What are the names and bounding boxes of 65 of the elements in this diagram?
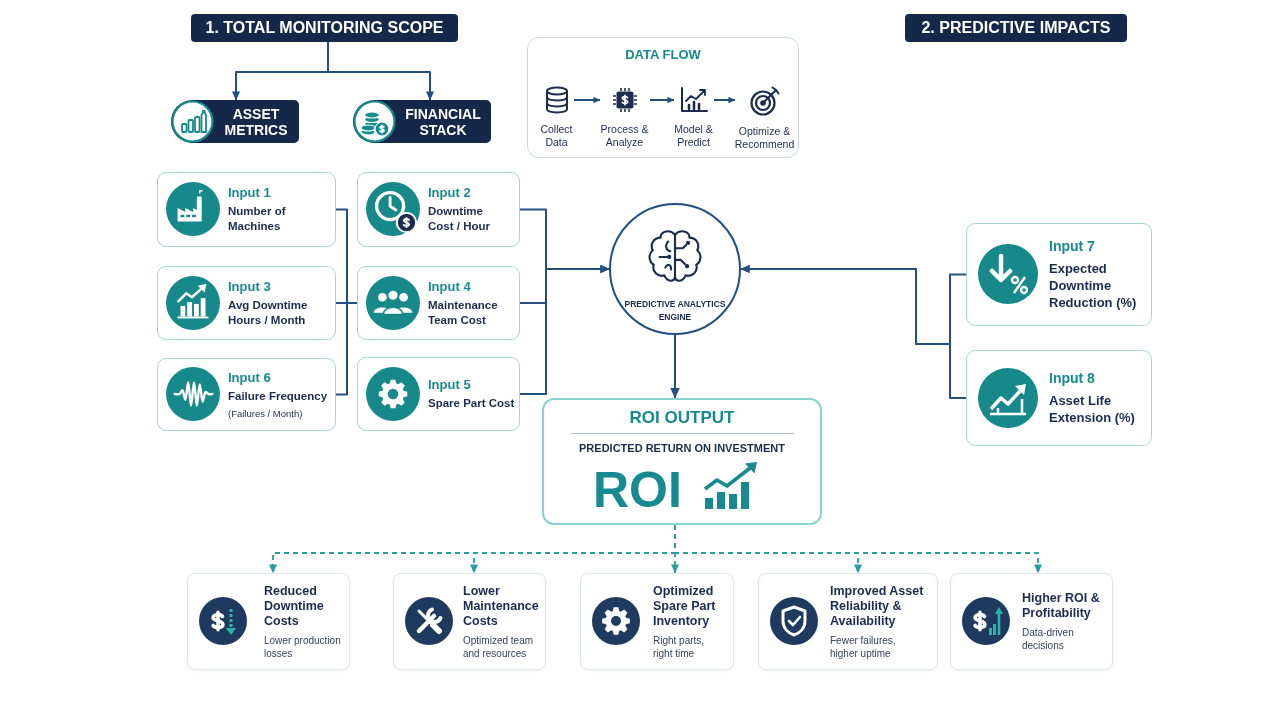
input-card (357, 357, 520, 431)
input-name: Failure Frequency (228, 388, 328, 404)
input-name: Expected Downtime Reduction (%) (1049, 260, 1138, 311)
section-header: 1. TOTAL MONITORING SCOPE (191, 14, 458, 42)
input-name: Maintenance Team Cost (428, 297, 499, 328)
step-label: Process & Analyze (599, 122, 650, 149)
input-name: Spare Part Cost (428, 396, 515, 411)
card-text: Data-driven decisions (1022, 626, 1075, 652)
card-title: Reduced Downtime Costs (264, 583, 325, 629)
card-title: Optimized Spare Part Inventory (653, 583, 717, 629)
impact-card (950, 573, 1113, 670)
step-label: Model & Predict (673, 122, 714, 149)
arrow (649, 96, 675, 104)
input-label: Input 1 (228, 185, 271, 201)
category-pill (171, 100, 299, 143)
arrow (713, 96, 736, 104)
data-flow-panel (527, 37, 799, 158)
output-panel (542, 398, 822, 525)
panel-subtitle: PREDICTED RETURN ON INVESTMENT (579, 441, 785, 455)
panel-title: DATA FLOW (625, 47, 701, 63)
arrow (519, 264, 610, 395)
pill-label: FINANCIAL STACK (404, 105, 482, 138)
input-label: Input 6 (228, 369, 271, 386)
input-name: Avg Downtime Hours / Month (228, 297, 309, 328)
card-title: Lower Maintenance Costs (463, 583, 540, 629)
input-label: Input 2 (428, 185, 471, 201)
pill-label: ASSET METRICS (223, 105, 289, 138)
card-text: Optimized team and resources (463, 633, 535, 660)
input-card (157, 266, 336, 340)
impact-card (580, 573, 734, 670)
input-card (357, 266, 520, 340)
input-name: Downtime Cost / Hour (428, 204, 491, 234)
input-card (157, 358, 336, 431)
input-name: Asset Life Extension (%) (1049, 392, 1136, 426)
step-label: Collect Data (539, 122, 574, 149)
section-header: 2. PREDICTIVE IMPACTS (905, 14, 1127, 42)
category-pill (353, 100, 491, 143)
input-label: Input 4 (428, 278, 471, 295)
arrow (573, 96, 601, 104)
metric-text: ROI (593, 464, 682, 516)
arrow (740, 264, 967, 399)
input-note: (Failures / Month) (228, 406, 303, 420)
step-label: Optimize & Recommend (734, 124, 795, 151)
input-card (157, 172, 336, 247)
card-title: Higher ROI & Profitability (1022, 591, 1101, 621)
input-card (966, 350, 1152, 446)
input-card (966, 223, 1152, 326)
input-label: Input 7 (1049, 238, 1095, 255)
impact-card (393, 573, 546, 670)
card-text: Right parts, right time (653, 633, 706, 660)
impact-card (187, 573, 350, 670)
card-title: Improved Asset Reliability & Availability (830, 583, 924, 629)
input-label: Input 3 (228, 278, 271, 295)
input-label: Input 8 (1049, 370, 1095, 387)
connector-line (335, 302, 358, 396)
card-text: Fewer failures, higher uptime (830, 633, 897, 660)
input-label: Input 5 (428, 377, 471, 393)
arrow (327, 41, 435, 101)
input-name: Number of Machines (228, 204, 287, 234)
input-card (357, 172, 520, 247)
panel-title: ROI OUTPUT (629, 408, 735, 428)
arrow (670, 334, 680, 399)
card-text: Lower production losses (264, 633, 342, 660)
impact-card (758, 573, 938, 670)
engine-label: PREDICTIVE ANALYTICS ENGINE (623, 298, 727, 324)
